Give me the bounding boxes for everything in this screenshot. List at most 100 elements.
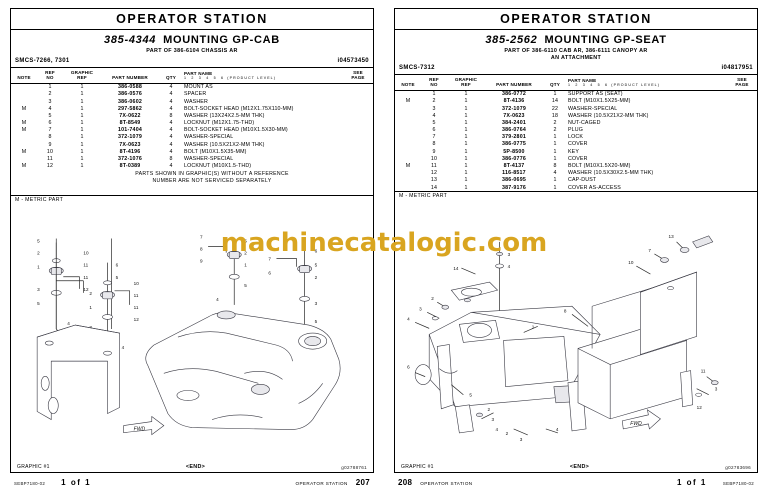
svg-text:3: 3	[315, 301, 318, 306]
left-smcs-code: SMCS-7266, 7301	[15, 58, 70, 64]
svg-text:4: 4	[67, 321, 70, 326]
svg-text:4: 4	[216, 297, 219, 302]
svg-text:9: 9	[200, 258, 203, 263]
svg-text:6: 6	[407, 365, 410, 370]
cell-ref-no: 7	[432, 134, 436, 141]
cell-part-number: 5P-8500	[503, 148, 525, 155]
col-part-name: PART NAME 1 2 3 4 5 6 (PRODUCT LEVEL)	[183, 68, 343, 84]
left-note-line-1: PARTS SHOWN IN GRAPHIC(S) WITHOUT A REFE…	[135, 170, 289, 177]
cell-part-name: KEY	[568, 148, 580, 155]
left-metric-note: M - METRIC PART	[15, 196, 64, 203]
cell-graphic-ref: 1	[80, 91, 84, 98]
cell-ref-no: 9	[432, 148, 436, 155]
cell-graphic-ref: 1	[80, 84, 84, 91]
fwd-arrow-icon: FWD	[621, 409, 661, 430]
cell-part-name: WASHER-SPECIAL	[184, 156, 234, 163]
cell-qty: 2	[553, 127, 557, 134]
cell-part-number: 7X-0623	[503, 112, 525, 119]
cell-part-name: COVER	[568, 141, 588, 148]
cell-note: M	[21, 163, 27, 170]
cell-part-name: BOLT (M10X1.5X20-MM)	[568, 163, 631, 170]
cell-qty: 4	[169, 141, 173, 148]
svg-text:14: 14	[453, 266, 459, 271]
cell-graphic-ref: 1	[464, 184, 468, 191]
cell-ref-no: 13	[430, 177, 438, 184]
svg-text:8: 8	[564, 308, 567, 313]
left-footer-section: OPERATOR STATION	[295, 481, 348, 486]
cell-part-name: PLUG	[568, 127, 584, 134]
cell-part-number: 386-0588	[118, 84, 142, 91]
right-section-title: OPERATOR STATION	[395, 9, 757, 30]
cell-note	[395, 177, 421, 184]
cell-graphic-ref: 1	[80, 112, 84, 119]
col-note: NOTE	[395, 75, 421, 91]
cell-note	[395, 134, 421, 141]
cell-qty: 4	[553, 170, 557, 177]
cell-ref-no: 8	[432, 141, 436, 148]
col-part-name: PART NAME 1 2 3 4 5 6 (PRODUCT LEVEL)	[567, 75, 727, 91]
cell-note	[11, 141, 37, 148]
cell-part-number: 7X-0623	[119, 141, 141, 148]
cell-part-number: 387-9176	[502, 184, 526, 191]
cell-ref-no: 2	[48, 91, 52, 98]
svg-text:7: 7	[200, 234, 203, 239]
cell-qty: 14	[551, 98, 559, 105]
cell-qty: 22	[551, 105, 559, 112]
cell-part-name: WASHER-SPECIAL	[184, 134, 234, 141]
svg-text:4: 4	[407, 317, 410, 322]
right-footer-page-number: 208	[398, 478, 413, 487]
cell-part-name: CAP-DUST	[568, 177, 597, 184]
cell-part-name: LOCKNUT (M12X1.75-THD)	[184, 120, 255, 127]
cell-part-number: 386-0764	[502, 127, 526, 134]
cell-graphic-ref: 1	[80, 120, 84, 127]
svg-text:5: 5	[37, 238, 40, 243]
cell-graphic-ref: 1	[464, 155, 468, 162]
cell-see-page	[727, 155, 757, 162]
svg-text:6: 6	[315, 248, 318, 253]
cell-part-name: BOLT-SOCKET HEAD (M10X1.5X30-MM)	[184, 127, 288, 134]
left-note-line-2: NUMBER ARE NOT SERVICED SEPARATELY	[152, 177, 272, 184]
cell-qty: 4	[169, 105, 173, 112]
svg-text:11: 11	[134, 293, 139, 298]
svg-text:7: 7	[648, 248, 651, 253]
cell-ref-no: 10	[430, 155, 438, 162]
right-page-footer: 208 OPERATOR STATION 1 of 1 SEBP7180-02	[394, 473, 758, 491]
svg-text:1: 1	[37, 265, 40, 270]
left-footer-page-number: 207	[355, 478, 370, 487]
col-qty: QTY	[159, 68, 183, 84]
cell-graphic-ref: 1	[464, 91, 468, 98]
cell-part-number: 386-0602	[118, 98, 142, 105]
left-footer-pageof: 1 of 1	[61, 478, 92, 487]
cell-qty: 1	[553, 91, 557, 98]
cell-ref-no: 12	[430, 170, 438, 177]
cell-note	[395, 90, 421, 98]
cell-note	[11, 112, 37, 119]
cell-part-number: 379-2801	[502, 134, 526, 141]
cell-qty: 4	[169, 120, 173, 127]
svg-text:11: 11	[701, 369, 706, 374]
cell-qty: 4	[169, 148, 173, 155]
cell-ref-no: 8	[48, 134, 52, 141]
svg-text:10: 10	[83, 250, 89, 255]
cell-see-page	[727, 134, 757, 141]
cell-graphic-ref: 1	[464, 141, 468, 148]
cell-see-page	[727, 162, 757, 169]
svg-text:1: 1	[89, 305, 92, 310]
cell-qty: 8	[169, 112, 173, 119]
svg-text:4: 4	[556, 427, 559, 432]
cell-see-page	[727, 112, 757, 119]
cell-part-name: COVER AS-ACCESS	[568, 184, 621, 191]
